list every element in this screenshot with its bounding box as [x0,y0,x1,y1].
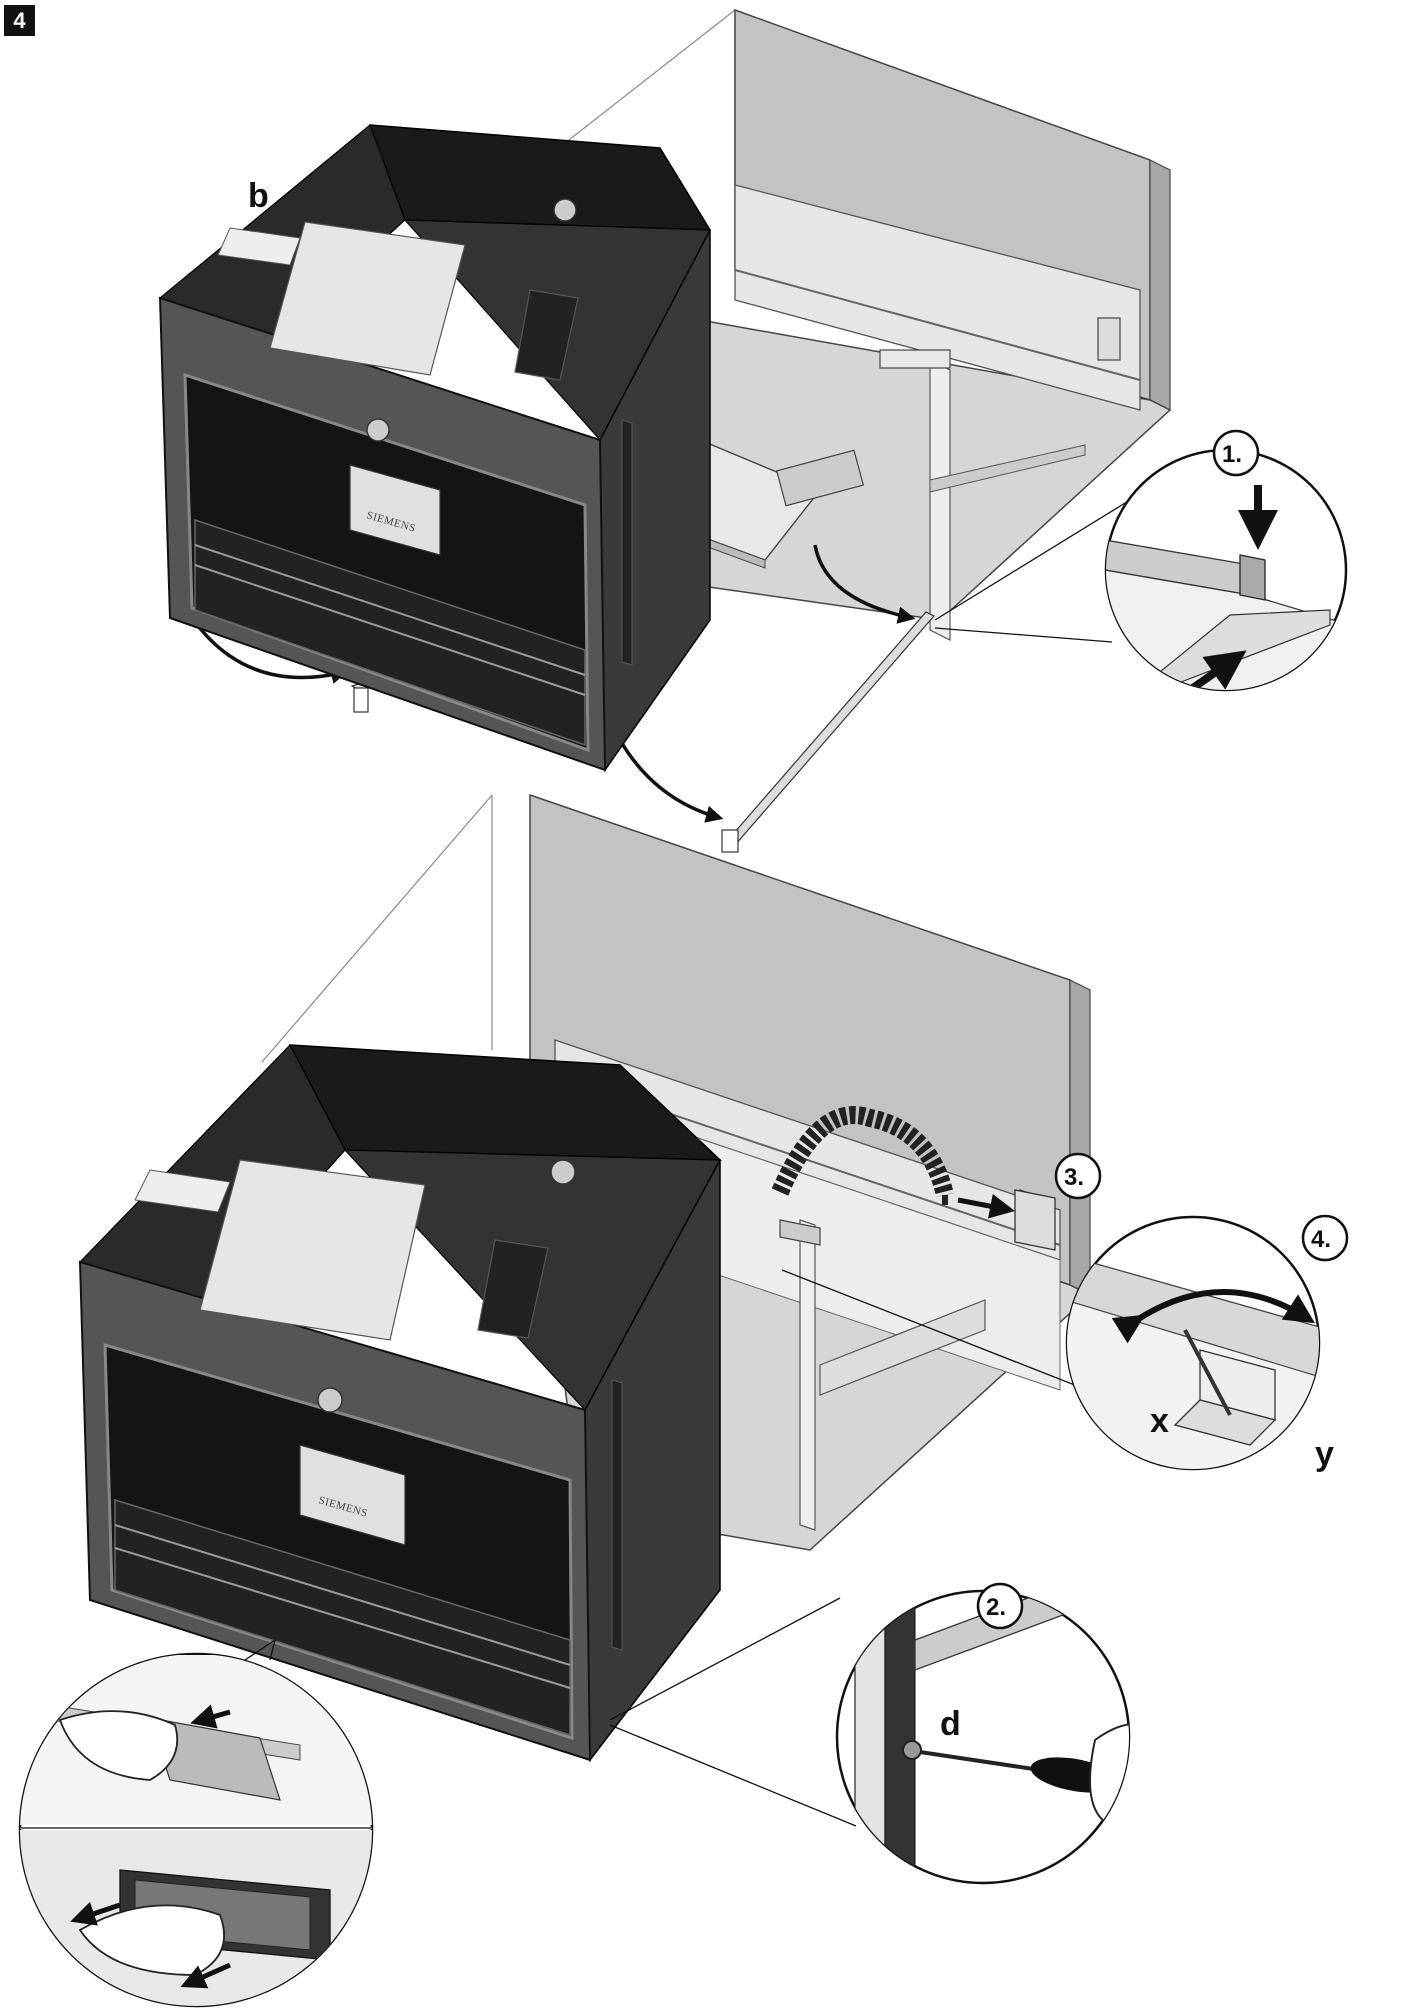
step-label-2: 2. [986,1594,1006,1621]
step-label-3: 3. [1064,1164,1084,1191]
label-b: b [248,177,269,215]
top-assembly: SIEMENS b 1. [158,8,1348,853]
bottom-assembly: SIEMENS 3. 4. [18,793,1349,2008]
coffee-machine-bottom: SIEMENS [78,1043,722,1763]
figure-step-badge: 4 [4,5,35,36]
label-d: d [940,1705,961,1743]
label-y: y [1315,1435,1334,1473]
step-label-1: 1. [1222,441,1242,468]
label-x: x [1150,1402,1169,1440]
rail-top-right [726,611,935,846]
detail-circle-4: 4. x y [1065,1214,1349,1473]
detail-circle-1: 1. [1104,429,1348,692]
detail-circle-drawer [18,1652,374,2008]
detail-circle-2: 2. d [835,1582,1131,1885]
coiled-cable [771,1106,954,1198]
step-label-4: 4. [1311,1226,1331,1253]
coffee-machine-top: SIEMENS [158,123,712,773]
